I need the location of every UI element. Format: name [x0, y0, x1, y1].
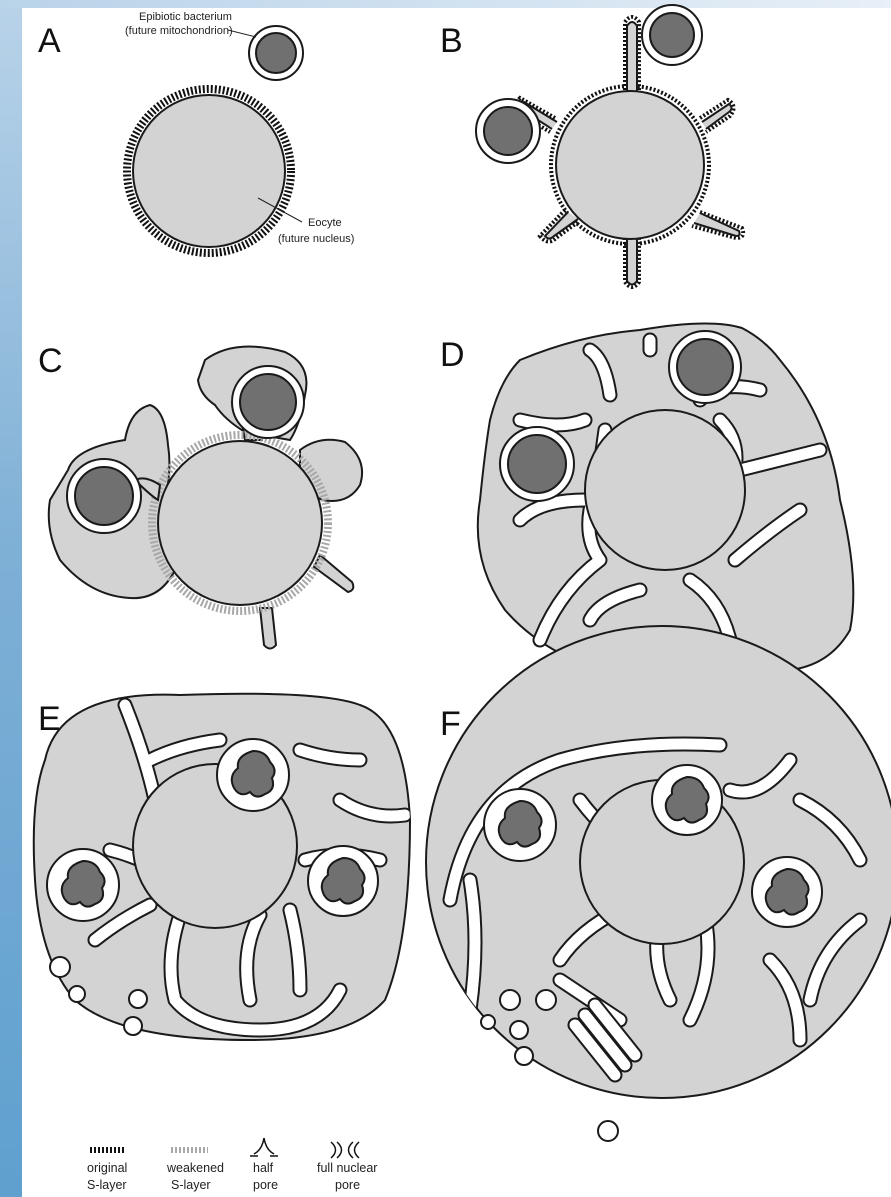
- legend-original-line2: S-layer: [87, 1178, 127, 1192]
- d-bacterium-left-core: [508, 435, 566, 493]
- panel-a-letter: A: [38, 22, 61, 60]
- c-bacterium-left-core: [75, 467, 133, 525]
- half-pore-symbol: [250, 1138, 278, 1156]
- legend-item-weakened-s-layer: weakened S-layer: [166, 1150, 224, 1192]
- c-bacterium-top-core: [240, 374, 296, 430]
- panel-c-letter: C: [38, 342, 63, 380]
- legend-weakened-line2: S-layer: [171, 1178, 211, 1192]
- b-bacterium-left-core: [484, 107, 532, 155]
- legend-full-line2: pore: [335, 1178, 360, 1192]
- panel-f: F: [426, 626, 891, 1141]
- c-stalk-bottom: [260, 608, 276, 649]
- panel-b-letter: B: [440, 22, 463, 60]
- legend: original S-layer weakened S-layer half p…: [87, 1138, 377, 1192]
- bacterium-label-line2: (future mitochondrion): [125, 25, 233, 37]
- d-nucleus: [585, 410, 745, 570]
- panel-b: B: [440, 5, 743, 287]
- legend-item-full-pore: full nuclear pore: [317, 1142, 377, 1192]
- b-eocyte-body: [521, 22, 740, 285]
- c-stalk-right: [314, 555, 353, 592]
- legend-item-half-pore: half pore: [250, 1138, 278, 1192]
- eocyte-label-line1: Eocyte: [308, 217, 342, 229]
- bacterium-label-line1: Epibiotic bacterium: [139, 11, 232, 23]
- legend-item-original-s-layer: original S-layer: [87, 1150, 127, 1192]
- eocyte-label-line2: (future nucleus): [278, 233, 354, 245]
- legend-original-line1: original: [87, 1161, 127, 1175]
- legend-half-line2: pore: [253, 1178, 278, 1192]
- bacterium-core: [256, 33, 296, 73]
- full-pore-symbol: [331, 1142, 359, 1158]
- legend-full-line1: full nuclear: [317, 1161, 377, 1175]
- panel-a: A Epibiotic bacterium (future mitochondr…: [38, 11, 354, 253]
- panel-d-letter: D: [440, 336, 465, 374]
- legend-half-line1: half: [253, 1161, 274, 1175]
- panel-e: E: [34, 694, 410, 1040]
- d-bacterium-top-core: [677, 339, 733, 395]
- eocyte-cell: [133, 95, 285, 247]
- panel-c: C: [38, 342, 362, 649]
- b-bacterium-upper-core: [650, 13, 694, 57]
- c-nucleus: [158, 441, 322, 605]
- panel-f-letter: F: [440, 705, 461, 743]
- legend-weakened-line1: weakened: [166, 1161, 224, 1175]
